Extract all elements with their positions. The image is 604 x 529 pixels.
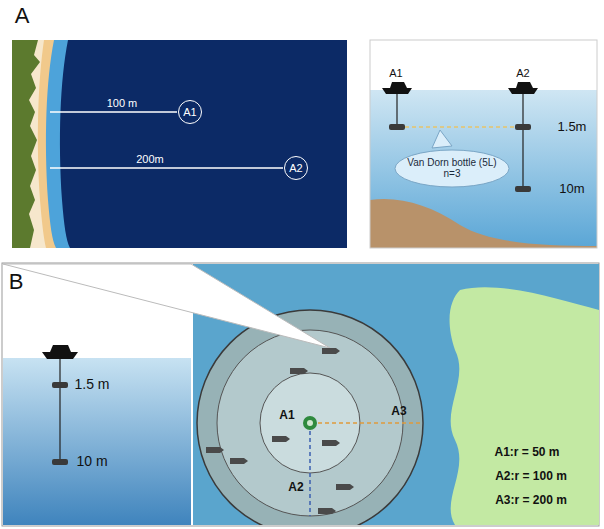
depth-label: 1.5 m	[74, 377, 109, 392]
callout-bubble: Van Dorn bottle (5L)n=3	[394, 149, 510, 188]
radius-label: A2:r = 100 m	[495, 470, 567, 483]
panel-letter: B	[9, 270, 24, 294]
radius-label: A3:r = 200 m	[495, 494, 567, 507]
distance-label: 200m	[136, 153, 164, 165]
station-label: A1	[389, 67, 402, 79]
depth-label: 10 m	[76, 454, 107, 469]
distance-label: 100 m	[107, 97, 138, 109]
node-text: Van Dorn bottle (5L)	[407, 157, 496, 169]
station-label: A2	[516, 67, 529, 79]
node-text: A1	[183, 106, 196, 119]
depth-label: 10m	[559, 182, 584, 196]
depth-label: 1.5m	[558, 120, 587, 134]
zone-label: A1	[279, 409, 294, 422]
zone-label: A3	[391, 405, 406, 418]
station-circle: A2	[284, 156, 308, 180]
node-text: n=3	[444, 168, 461, 180]
radius-label: A1:r = 50 m	[494, 446, 559, 459]
panel-letter: A	[15, 4, 30, 28]
station-circle: A1	[178, 100, 202, 124]
zone-label: A2	[288, 481, 303, 494]
node-text: A2	[289, 162, 302, 175]
